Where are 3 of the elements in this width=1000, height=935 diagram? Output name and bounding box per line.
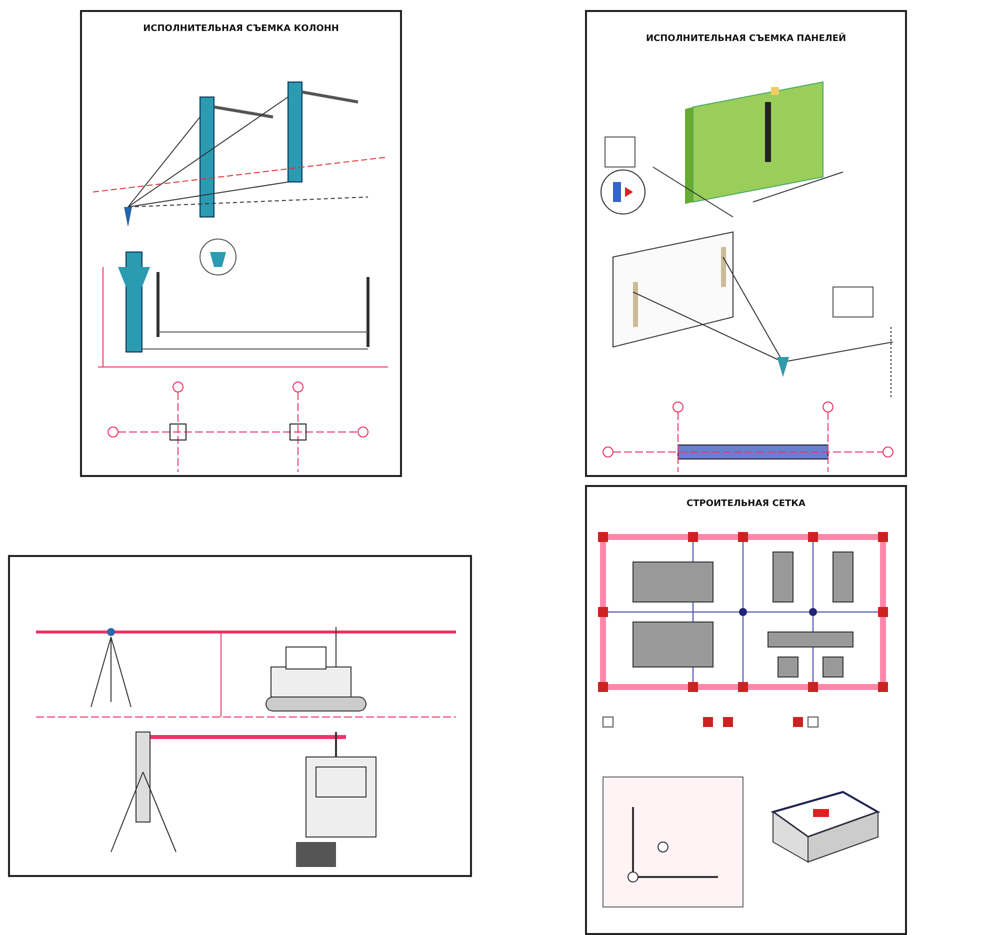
- poster-title: ИСПОЛНИТЕЛЬНАЯ СЪЕМКА ПАНЕЛЕЙ: [646, 34, 846, 44]
- poster-title: СТРОИТЕЛЬНАЯ СЕТКА: [686, 499, 806, 509]
- poster-title: ИСПОЛНИТЕЛЬНАЯ СЪЕМКА КОЛОНН: [143, 24, 339, 34]
